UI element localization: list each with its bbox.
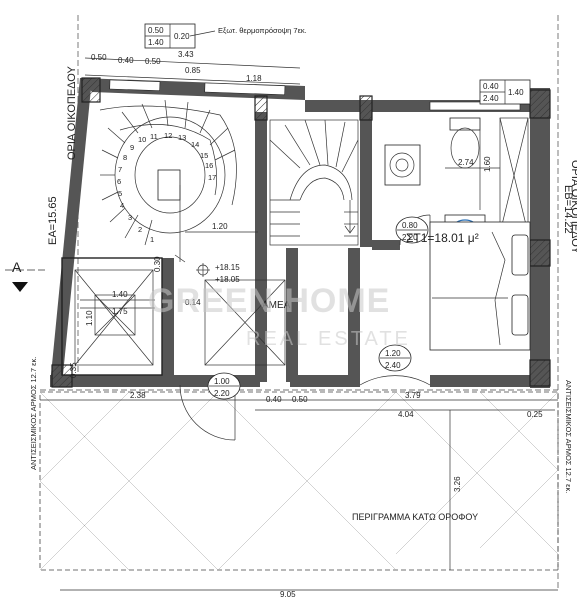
d-bath-width: 0.80 [402,221,418,230]
elevator [61,257,163,376]
dim-035: 0.35 [69,362,78,378]
stair-step-6: 6 [117,177,121,186]
dim-238: 2.38 [130,391,146,400]
stair-step-3: 3 [128,213,132,222]
dim-905: 9.05 [280,590,296,599]
dim-140: 1.40 [112,290,128,299]
lower-floor-perimeter [39,391,559,571]
opening-w-top-left: 0.50 1.40 0.20 [144,23,196,49]
columns [51,77,551,388]
dim-030: 0.30 [153,256,162,272]
w-top-right-width: 0.40 [483,82,499,91]
stair-step-14: 14 [191,140,199,149]
dim-404: 4.04 [398,410,414,419]
dim-343: 3.43 [178,50,194,59]
dim-085: 0.85 [185,66,201,75]
stair-step-4: 4 [120,201,124,210]
dimension-texts: 0.50 0.40 0.50 3.43 0.85 1.18 2.74 1.60 … [69,50,543,599]
dim-160: 1.60 [483,156,492,172]
w-top-right-height: 2.40 [483,94,499,103]
level-bottom: +18.05 [215,275,240,284]
eb-right-label: ΕΒ=14.22 [562,185,574,234]
opening-w-top-right: 0.40 2.40 1.40 [479,79,531,105]
stair-step-7: 7 [118,165,122,174]
stair-step-15: 15 [200,151,208,160]
bed-icon [429,221,531,351]
stair-numbers: 1 2 3 4 5 6 7 8 9 10 11 12 13 14 15 16 1… [117,131,216,244]
stair-step-2: 2 [138,225,142,234]
ea-left-label: ΕΑ=15.65 [47,196,59,245]
d-room-width: 1.20 [385,349,401,358]
thermal-note: Εξωτ. θερμοπρόσοψη 7εκ. [218,26,307,35]
d-entry-width: 1.00 [214,377,230,386]
w-top-left-sill: 0.20 [174,32,190,41]
opening-d-bath: 0.80 2.20 [395,216,429,244]
dim-274: 2.74 [458,158,474,167]
stair-step-16: 16 [205,161,213,170]
level-top: +18.15 [215,263,240,272]
watermark-sub: REAL ESTATE [246,328,411,350]
opening-d-entry: 1.00 2.20 [207,372,241,400]
dim-050: 0.50 [91,53,107,62]
stair-step-9: 9 [130,143,134,152]
dim-110: 1.10 [85,310,94,326]
dim-050b: 0.50 [145,57,161,66]
d-entry-height: 2.20 [214,389,230,398]
room-area: ΣΤ1=18.01 μ² [406,231,479,245]
windows [109,79,521,111]
spiral-staircase [99,99,237,263]
opening-d-room: 1.20 2.40 [378,344,412,372]
stair-step-11: 11 [150,132,158,141]
plot-boundary-left-label: ΟΡΙΑ ΟΙΚΟΠΕΔΟΥ [66,65,78,160]
w-top-right-sill: 1.40 [508,88,524,97]
joint-left-label: ΑΝΤΙΣΕΙΣΜΙΚΟΣ ΑΡΜΟΣ 12.7 εκ. [29,357,38,470]
d-bath-height: 2.20 [402,233,418,242]
plan-labels: Εξωτ. θερμοπρόσοψη 7εκ. ΟΡΙΑ ΟΙΚΟΠΕΔΟΥ Ο… [29,26,577,522]
dim-120: 1.20 [212,222,228,231]
dim-040b: 0.40 [266,395,282,404]
stair-step-1: 1 [150,235,154,244]
plot-boundary-right-label: ΟΡΙΑ ΟΙΚΟΠΕΔΟΥ [569,160,577,255]
amea-label: ΑΜΕΑ [262,300,291,311]
dimension-lines [40,57,558,591]
dim-118: 1.18 [246,74,262,83]
dim-379: 3.79 [405,391,421,400]
dim-014: 0.14 [185,298,201,307]
level-marker: +18.15 +18.05 [196,263,240,284]
dim-175: 1.75 [112,307,128,316]
straight-staircase [269,119,359,246]
amea-zone [204,279,286,366]
stair-step-17: 17 [208,173,216,182]
stair-step-10: 10 [138,135,146,144]
stair-step-12: 12 [164,131,172,140]
dim-050c: 0.50 [292,395,308,404]
joint-right-label: ΑΝΤΙΣΕΙΣΜΙΚΟΣ ΑΡΜΟΣ 12.7 εκ. [564,380,573,493]
dim-025: 0.25 [527,410,543,419]
w-top-left-height: 1.40 [148,38,164,47]
section-letter: Α [12,259,22,275]
lower-floor-label: ΠΕΡΙΓΡΑΜΜΑ ΚΑΤΩ ΟΡΟΦΟΥ [352,512,478,522]
watermark-brand: GREEN HOME [148,282,390,320]
stair-step-5: 5 [118,189,122,198]
stair-step-8: 8 [123,153,127,162]
d-room-height: 2.40 [385,361,401,370]
watermark: GREEN HOME REAL ESTATE [148,282,411,350]
dim-040: 0.40 [118,56,134,65]
dim-326: 3.26 [453,476,462,492]
w-top-left-width: 0.50 [148,26,164,35]
stair-step-13: 13 [178,133,186,142]
section-marker: Α [5,259,45,292]
